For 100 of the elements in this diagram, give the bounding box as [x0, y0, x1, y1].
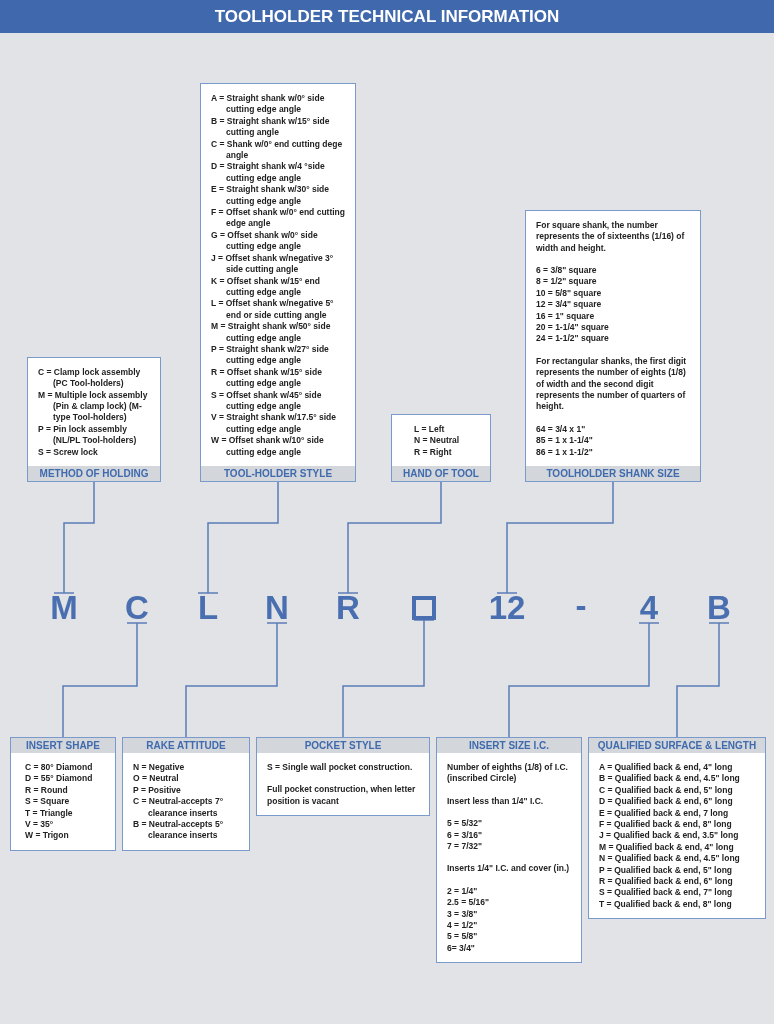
key-entry: F = Qualified back & end, 8" long [599, 819, 733, 831]
heading-band: POCKET STYLE [257, 738, 429, 753]
key-entry: S = Qualified back & end, 7" long [599, 887, 734, 899]
key-entry: S = Square [25, 796, 71, 808]
key-entry: For rectangular shanks, the first digit represents the number of eights (1/8) of width and the second digit represents the number of quarters of height. [536, 355, 688, 413]
key-entry: R = Offset shank w/15° side cutting edge angle [211, 366, 323, 390]
key-entry: 5 = 5/32" [447, 818, 483, 830]
key-entry: T = Qualified back & end, 8" long [599, 898, 733, 911]
key-entry: 16 = 1" square [536, 310, 596, 322]
key-entry: R = Round [25, 784, 69, 797]
heading-band: TOOLHOLDER SHANK SIZE [526, 466, 700, 481]
key-entry: D = Straight shank w/4 °side cutting edge angle [211, 161, 326, 185]
code-key-box [122, 737, 250, 851]
code-key-box [588, 737, 766, 920]
key-entry: W = Trigon [25, 830, 70, 842]
code-key-box [10, 737, 116, 851]
key-entry: 4 = 1/2" [447, 920, 479, 932]
key-entry: 8 = 1/2" square [536, 276, 598, 288]
code-character: C [125, 593, 149, 623]
key-entry: 3 = 3/8" [447, 908, 479, 921]
key-entry: S = Screw lock [38, 446, 99, 458]
title-bar: TOOLHOLDER TECHNICAL INFORMATION [0, 0, 774, 33]
key-entry: 6 = 3/16" [447, 829, 483, 842]
connector-line [185, 622, 288, 738]
key-entry: M = Multiple lock assembly (Pin & clamp lock) (M-type Tool-holders) [38, 389, 149, 424]
heading-band: RAKE ATTITUDE [123, 738, 249, 753]
key-entry: A = Qualified back & end, 4" long [599, 762, 734, 774]
key-entry: R = Qualified back & end, 6" long [599, 876, 734, 888]
key-entry: V = Straight shank w/17.5° side cutting edge angle [211, 412, 338, 436]
key-entry: S = Single wall pocket construction. [267, 762, 414, 774]
key-entry: S = Offset shank w/45° side cutting edge angle [211, 389, 323, 413]
key-entry: W = Offset shank w/10° side cutting edge angle [211, 435, 325, 458]
key-entry: C = Neutral-accepts 7° clearance inserts [133, 796, 225, 820]
key-entry: 64 = 3/4 x 1" [536, 423, 587, 436]
heading-band: INSERT SIZE I.C. [437, 738, 581, 753]
key-entry: 85 = 1 x 1-1/4" [536, 435, 594, 447]
key-entry: N = Neutral [414, 435, 461, 447]
connector-line [342, 619, 435, 738]
key-entry: B = Qualified back & end, 4.5" long [599, 773, 741, 785]
key-entry: 5 = 5/8" [447, 931, 479, 943]
key-entry: C = 80° Diamond [25, 762, 94, 774]
key-entry: 7 = 7/32" [447, 841, 483, 853]
key-entry: C = Clamp lock assembly (PC Tool-holders) [38, 366, 142, 390]
code-character: 4 [639, 593, 659, 623]
key-entry: G = Offset shank w/0° side cutting edge angle [211, 229, 319, 253]
key-entry: T = Triangle [25, 807, 74, 820]
key-entry: P = Straight shank w/27° side cutting edge angle [211, 343, 330, 367]
connector-line [337, 481, 442, 594]
key-entry: For square shank, the number represents the of sixteenths (1/16) of width and height. [536, 219, 686, 254]
key-entry: B = Straight shank w/15° side cutting angle [211, 115, 331, 139]
key-entry: 10 = 5/8" square [536, 287, 603, 300]
code-character: B [707, 593, 731, 623]
heading-band: METHOD OF HOLDING [28, 466, 160, 481]
key-entry: R = Right [414, 446, 453, 458]
key-entry: M = Straight shank w/50° side cutting edge angle [211, 321, 332, 344]
code-key-box [256, 737, 430, 817]
connector-line [53, 481, 95, 594]
heading-band: TOOL-HOLDER STYLE [201, 466, 355, 481]
heading-band: INSERT SHAPE [11, 738, 115, 753]
key-entry: 6 = 3/8" square [536, 264, 598, 277]
connector-line [496, 481, 614, 594]
key-entry: L = Offset shank w/negative 5° end or side cutting angle [211, 298, 335, 322]
key-entry: P = Positive [133, 784, 182, 797]
key-entry: 12 = 3/4" square [536, 299, 603, 311]
key-entry: 2 = 1/4" [447, 885, 479, 898]
code-separator: - [575, 591, 587, 621]
connector-line [676, 622, 730, 738]
key-entry: L = Left [414, 423, 446, 436]
key-entry: N = Negative [133, 762, 186, 774]
code-key-box [200, 83, 356, 482]
code-key-box [27, 356, 161, 482]
code-character: 12 [488, 593, 526, 623]
key-entry: O = Neutral [133, 773, 180, 785]
key-entry: M = Qualified back & end, 4" long [599, 841, 735, 854]
code-key-box [391, 413, 491, 482]
connector-line [508, 622, 660, 738]
key-entry: J = Offset shank w/negative 3° side cutting angle [211, 252, 335, 276]
code-key-box [525, 209, 701, 482]
key-entry: Full pocket construction, when letter position is vacant [267, 784, 417, 808]
key-entry: N = Qualified back & end, 4.5" long [599, 853, 741, 865]
key-entry: 6= 3/4" [447, 942, 476, 955]
key-entry: 24 = 1-1/2" square [536, 333, 610, 345]
key-entry: P = Pin lock assembly (NL/PL Tool-holders) [38, 423, 138, 447]
key-entry: F = Offset shank w/0° end cutting edge angle [211, 207, 346, 230]
key-entry: E = Qualified back & end, 7 long [599, 807, 730, 820]
code-character: R [336, 593, 360, 623]
key-entry: D = Qualified back & end, 6" long [599, 796, 734, 808]
connector-line [197, 481, 279, 594]
key-entry: P = Qualified back & end, 5" long [599, 864, 734, 877]
key-entry: C = Qualified back & end, 5" long [599, 784, 734, 797]
code-character: L [197, 593, 219, 623]
key-entry: Number of eighths (1/8) of I.C. (inscribed Circle) [447, 762, 569, 785]
code-character: N [265, 593, 289, 623]
key-entry: Inserts 1/4" I.C. and cover (in.) [447, 863, 571, 875]
key-entry: J = Qualified back & end, 3.5" long [599, 830, 740, 842]
key-entry: V = 35° [25, 819, 55, 831]
key-entry: A = Straight shank w/0° side cutting edge angle [211, 93, 326, 116]
heading-band: HAND OF TOOL [392, 466, 490, 481]
key-entry: D = 55° Diamond [25, 773, 94, 785]
heading-band: QUALIFIED SURFACE & LENGTH [589, 738, 765, 753]
